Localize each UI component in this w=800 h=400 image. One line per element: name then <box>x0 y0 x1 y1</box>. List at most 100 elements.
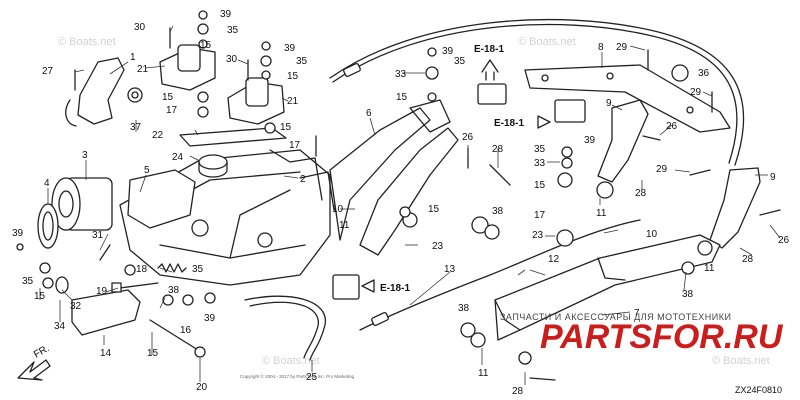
link-rod <box>269 149 323 201</box>
nut <box>261 70 271 80</box>
callout-38a[interactable]: 38 <box>492 206 504 217</box>
callout-5[interactable]: 5 <box>144 165 150 176</box>
callout-29a[interactable]: 29 <box>616 42 628 53</box>
callout-10a[interactable]: 10 <box>332 204 344 215</box>
callout-34[interactable]: 34 <box>54 321 66 332</box>
callout-18[interactable]: 18 <box>136 264 148 275</box>
section-ref-3[interactable]: E-18-1 <box>332 274 410 300</box>
callout-28c[interactable]: 28 <box>742 254 754 265</box>
callout-39c[interactable]: 39 <box>442 46 454 57</box>
callout-19[interactable]: 19 <box>96 286 108 297</box>
callout-15b[interactable]: 15 <box>287 71 299 82</box>
callout-16[interactable]: 16 <box>180 325 192 336</box>
callout-15d[interactable]: 15 <box>280 122 292 133</box>
callout-29b[interactable]: 29 <box>690 87 702 98</box>
callout-35c[interactable]: 35 <box>454 56 466 67</box>
callout-15h[interactable]: 15 <box>34 291 46 302</box>
callout-17c[interactable]: 17 <box>534 210 546 221</box>
callout-9a[interactable]: 9 <box>606 98 612 109</box>
bracket-tab <box>494 299 521 331</box>
leader-lines <box>39 25 781 385</box>
callout-12[interactable]: 12 <box>548 254 560 265</box>
callout-28b[interactable]: 28 <box>635 188 647 199</box>
bracket-hole <box>541 74 549 82</box>
callout-1[interactable]: 1 <box>130 52 136 63</box>
callout-11c[interactable]: 11 <box>704 263 715 274</box>
callout-15e[interactable]: 15 <box>396 92 408 103</box>
callout-25[interactable]: 25 <box>306 372 318 383</box>
callout-32[interactable]: 32 <box>70 301 82 312</box>
callout-20[interactable]: 20 <box>196 382 208 393</box>
callout-33b[interactable]: 33 <box>534 158 546 169</box>
callout-15c[interactable]: 15 <box>162 92 174 103</box>
collar <box>557 172 573 188</box>
callout-17a[interactable]: 17 <box>166 105 178 116</box>
callout-38d[interactable]: 38 <box>682 289 694 300</box>
handle-lever <box>71 289 141 336</box>
callout-24[interactable]: 24 <box>172 152 184 163</box>
callout-37[interactable]: 37 <box>130 122 142 133</box>
collar <box>182 294 194 306</box>
section-ref-1[interactable]: E-18-1 <box>474 44 507 105</box>
housing-boss <box>191 219 209 237</box>
callout-2[interactable]: 2 <box>300 174 306 185</box>
callout-39d[interactable]: 39 <box>584 135 596 146</box>
callout-13[interactable]: 13 <box>444 264 456 275</box>
arrow-up-icon <box>481 59 499 81</box>
callout-15a[interactable]: 15 <box>200 40 212 51</box>
callout-22[interactable]: 22 <box>152 130 164 141</box>
callout-8[interactable]: 8 <box>598 42 604 53</box>
grommet-hole <box>131 91 139 99</box>
callout-7[interactable]: 7 <box>634 308 640 319</box>
callout-4[interactable]: 4 <box>44 178 50 189</box>
callout-39e[interactable]: 39 <box>12 228 24 239</box>
callout-39f[interactable]: 39 <box>204 313 216 324</box>
harness <box>249 301 319 359</box>
callout-35f[interactable]: 35 <box>192 264 204 275</box>
callout-26b[interactable]: 26 <box>666 121 678 132</box>
callout-30a[interactable]: 30 <box>134 22 146 33</box>
callout-23b[interactable]: 23 <box>532 230 544 241</box>
callout-38b[interactable]: 38 <box>168 285 180 296</box>
callout-26c[interactable]: 26 <box>778 235 790 246</box>
callout-11d[interactable]: 11 <box>478 368 489 379</box>
callout-29c[interactable]: 29 <box>656 164 668 175</box>
slide-bracket-upper <box>524 64 731 133</box>
plug-cap <box>198 154 228 170</box>
callout-6[interactable]: 6 <box>366 108 372 119</box>
callout-35e[interactable]: 35 <box>22 276 34 287</box>
callout-27[interactable]: 27 <box>42 66 54 77</box>
nut <box>264 122 276 134</box>
callout-35b[interactable]: 35 <box>296 56 308 67</box>
spring-housing <box>245 77 269 107</box>
callout-11b[interactable]: 11 <box>596 208 607 219</box>
callout-31[interactable]: 31 <box>92 230 104 241</box>
callout-9b[interactable]: 9 <box>770 172 776 183</box>
callout-17b[interactable]: 17 <box>289 140 301 151</box>
callout-26a[interactable]: 26 <box>462 132 474 143</box>
callout-33a[interactable]: 33 <box>395 69 407 80</box>
callout-28d[interactable]: 28 <box>512 386 524 397</box>
section-ref-2[interactable]: E-18-1 <box>494 99 586 129</box>
callout-28a[interactable]: 28 <box>492 144 504 155</box>
callout-15i[interactable]: 15 <box>147 348 159 359</box>
callout-35d[interactable]: 35 <box>534 144 546 155</box>
callout-30b[interactable]: 30 <box>226 54 238 65</box>
callout-36[interactable]: 36 <box>698 68 710 79</box>
callout-39b[interactable]: 39 <box>284 43 296 54</box>
callout-35a[interactable]: 35 <box>227 25 239 36</box>
callout-21b[interactable]: 21 <box>287 96 299 107</box>
callout-11a[interactable]: 11 <box>339 220 350 231</box>
callout-3[interactable]: 3 <box>82 150 88 161</box>
callout-38c[interactable]: 38 <box>458 303 470 314</box>
bolt-head <box>194 346 206 358</box>
callout-39a[interactable]: 39 <box>220 9 232 20</box>
callout-15g[interactable]: 15 <box>534 180 546 191</box>
callout-10b[interactable]: 10 <box>646 229 658 240</box>
cable-lower <box>359 219 641 331</box>
callout-15f[interactable]: 15 <box>428 204 440 215</box>
callout-21a[interactable]: 21 <box>137 64 149 75</box>
callout-23a[interactable]: 23 <box>432 241 444 252</box>
callout-14[interactable]: 14 <box>100 348 112 359</box>
cable-guide <box>597 99 649 183</box>
